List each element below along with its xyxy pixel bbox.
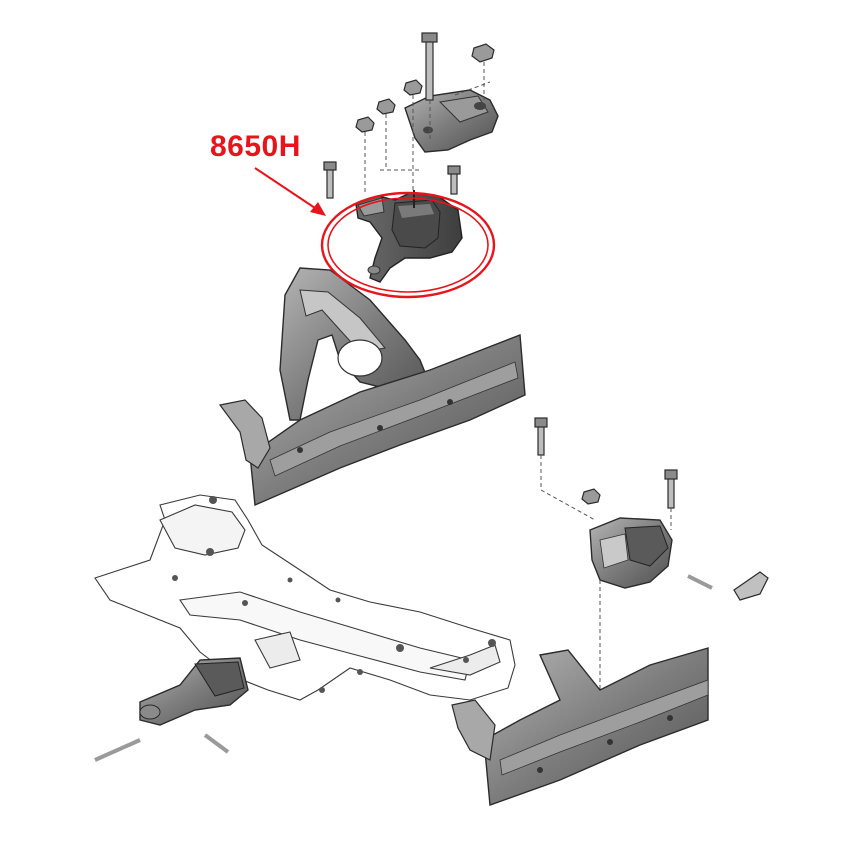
highlight-callout [254, 167, 496, 299]
transmission-leader-lines [540, 455, 672, 690]
highlight-ellipse-outer [320, 191, 496, 299]
part-number-label: 8650H [210, 130, 301, 163]
highlight-ellipse-inner [327, 197, 489, 293]
front-side-member-left [218, 334, 526, 507]
transmission-mount-fasteners [534, 417, 769, 601]
transmission-mount [589, 517, 673, 589]
front-subframe [94, 494, 516, 701]
callout-arrowhead [310, 202, 326, 216]
upper-fasteners [323, 32, 495, 199]
callout-leader-line [254, 167, 319, 211]
upper-bracket [404, 89, 499, 153]
roll-rod-mount [94, 657, 249, 762]
subframe-holes [172, 496, 496, 693]
upper-leader-lines [364, 62, 491, 195]
front-side-member-right [451, 647, 709, 806]
